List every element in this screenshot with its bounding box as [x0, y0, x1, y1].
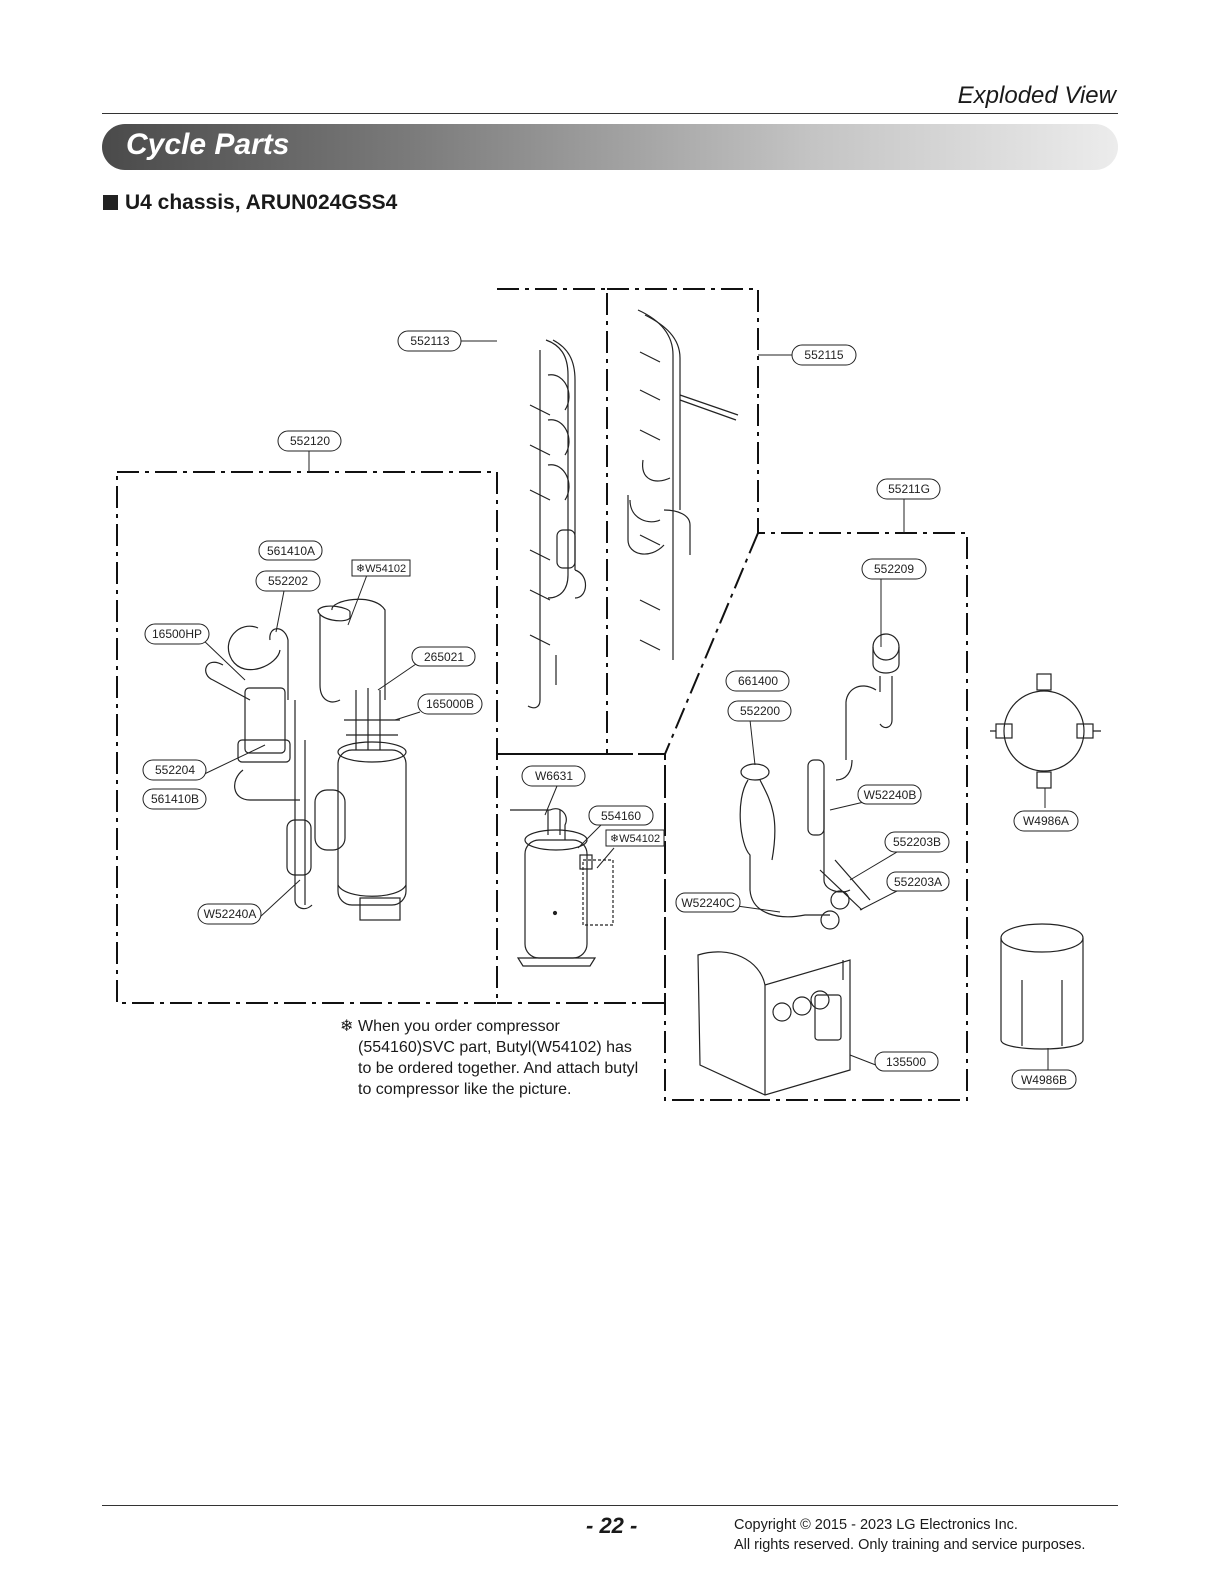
copyright-line-1: Copyright © 2015 - 2023 LG Electronics I… — [734, 1517, 1018, 1533]
callout-561410A: 561410A — [267, 544, 315, 558]
callout-561410B: 561410B — [151, 792, 199, 806]
callout-265021: 265021 — [424, 650, 464, 664]
sensor-ring-W4986A — [990, 673, 1101, 789]
chassis-subtitle-text: U4 chassis, ARUN024GSS4 — [125, 191, 398, 214]
group-divider-diagonal — [664, 532, 759, 755]
note-line-2: (554160)SVC part, Butyl(W54102) has — [358, 1039, 632, 1056]
callout-labels: 552113 552115 552120 55211G 561410A ❄W54… — [151, 334, 1069, 1087]
footer-rule — [102, 1505, 1118, 1506]
pipe-assembly-552115 — [627, 309, 739, 660]
callout-W52240C: W52240C — [681, 896, 735, 910]
group-border-compressor — [497, 753, 666, 1004]
section-title: Cycle Parts — [126, 128, 290, 161]
callout-w54102-butyl-b: ❄W54102 — [610, 833, 660, 845]
compressor-order-note: ❄When you order compressor (554160)SVC p… — [340, 1016, 660, 1100]
pipe-assembly-552120 — [205, 598, 407, 921]
page-header-title: Exploded View — [957, 82, 1116, 109]
bullet-square-icon — [103, 195, 118, 210]
pipe-assembly-552113 — [527, 339, 587, 709]
callout-W6631: W6631 — [535, 769, 573, 783]
callout-16500HP: 16500HP — [152, 627, 202, 641]
callout-W52240B: W52240B — [864, 788, 917, 802]
callout-W52240A: W52240A — [204, 907, 257, 921]
leader-lines — [195, 340, 1049, 1075]
header-rule — [102, 113, 1118, 114]
control-box-135500 — [697, 951, 851, 1096]
callout-552204: 552204 — [155, 763, 195, 777]
callout-552113: 552113 — [410, 334, 449, 348]
callout-552200: 552200 — [740, 704, 780, 718]
callout-55211G: 55211G — [888, 482, 930, 496]
callout-552203B: 552203B — [893, 835, 941, 849]
callout-165000B: 165000B — [426, 697, 474, 711]
copyright-line-2: All rights reserved. Only training and s… — [734, 1537, 1086, 1553]
callout-552203A: 552203A — [894, 875, 942, 889]
note-line-1: When you order compressor — [358, 1018, 560, 1035]
callout-661400: 661400 — [738, 674, 778, 688]
group-border-pipes-a — [497, 288, 608, 755]
section-banner — [102, 124, 1118, 170]
callout-W4986A: W4986A — [1023, 814, 1069, 828]
callout-552115: 552115 — [804, 348, 843, 362]
insulation-jacket-W4986B — [1000, 923, 1084, 1050]
callout-bubbles — [142, 330, 1079, 1090]
callout-135500: 135500 — [886, 1055, 926, 1069]
group-border-pipes-b — [607, 288, 968, 1101]
callout-552120: 552120 — [290, 434, 330, 448]
note-line-3: to be ordered together. And attach butyl — [358, 1060, 639, 1077]
callout-552202: 552202 — [268, 574, 308, 588]
callout-W4986B: W4986B — [1021, 1073, 1067, 1087]
callout-554160: 554160 — [601, 809, 641, 823]
callout-552209: 552209 — [874, 562, 914, 576]
snowflake-mark-icon: ❄ — [340, 1018, 354, 1035]
page-number: - 22 - — [586, 1513, 638, 1538]
callout-w54102-butyl-a: ❄W54102 — [356, 563, 406, 575]
chassis-subtitle: U4 chassis, ARUN024GSS4 — [103, 191, 397, 215]
valve-assembly-55211G — [739, 633, 900, 930]
note-line-4: to compressor like the picture. — [358, 1081, 572, 1098]
copyright-notice: Copyright © 2015 - 2023 LG Electronics I… — [734, 1515, 1085, 1555]
compressor-554160 — [510, 808, 614, 967]
